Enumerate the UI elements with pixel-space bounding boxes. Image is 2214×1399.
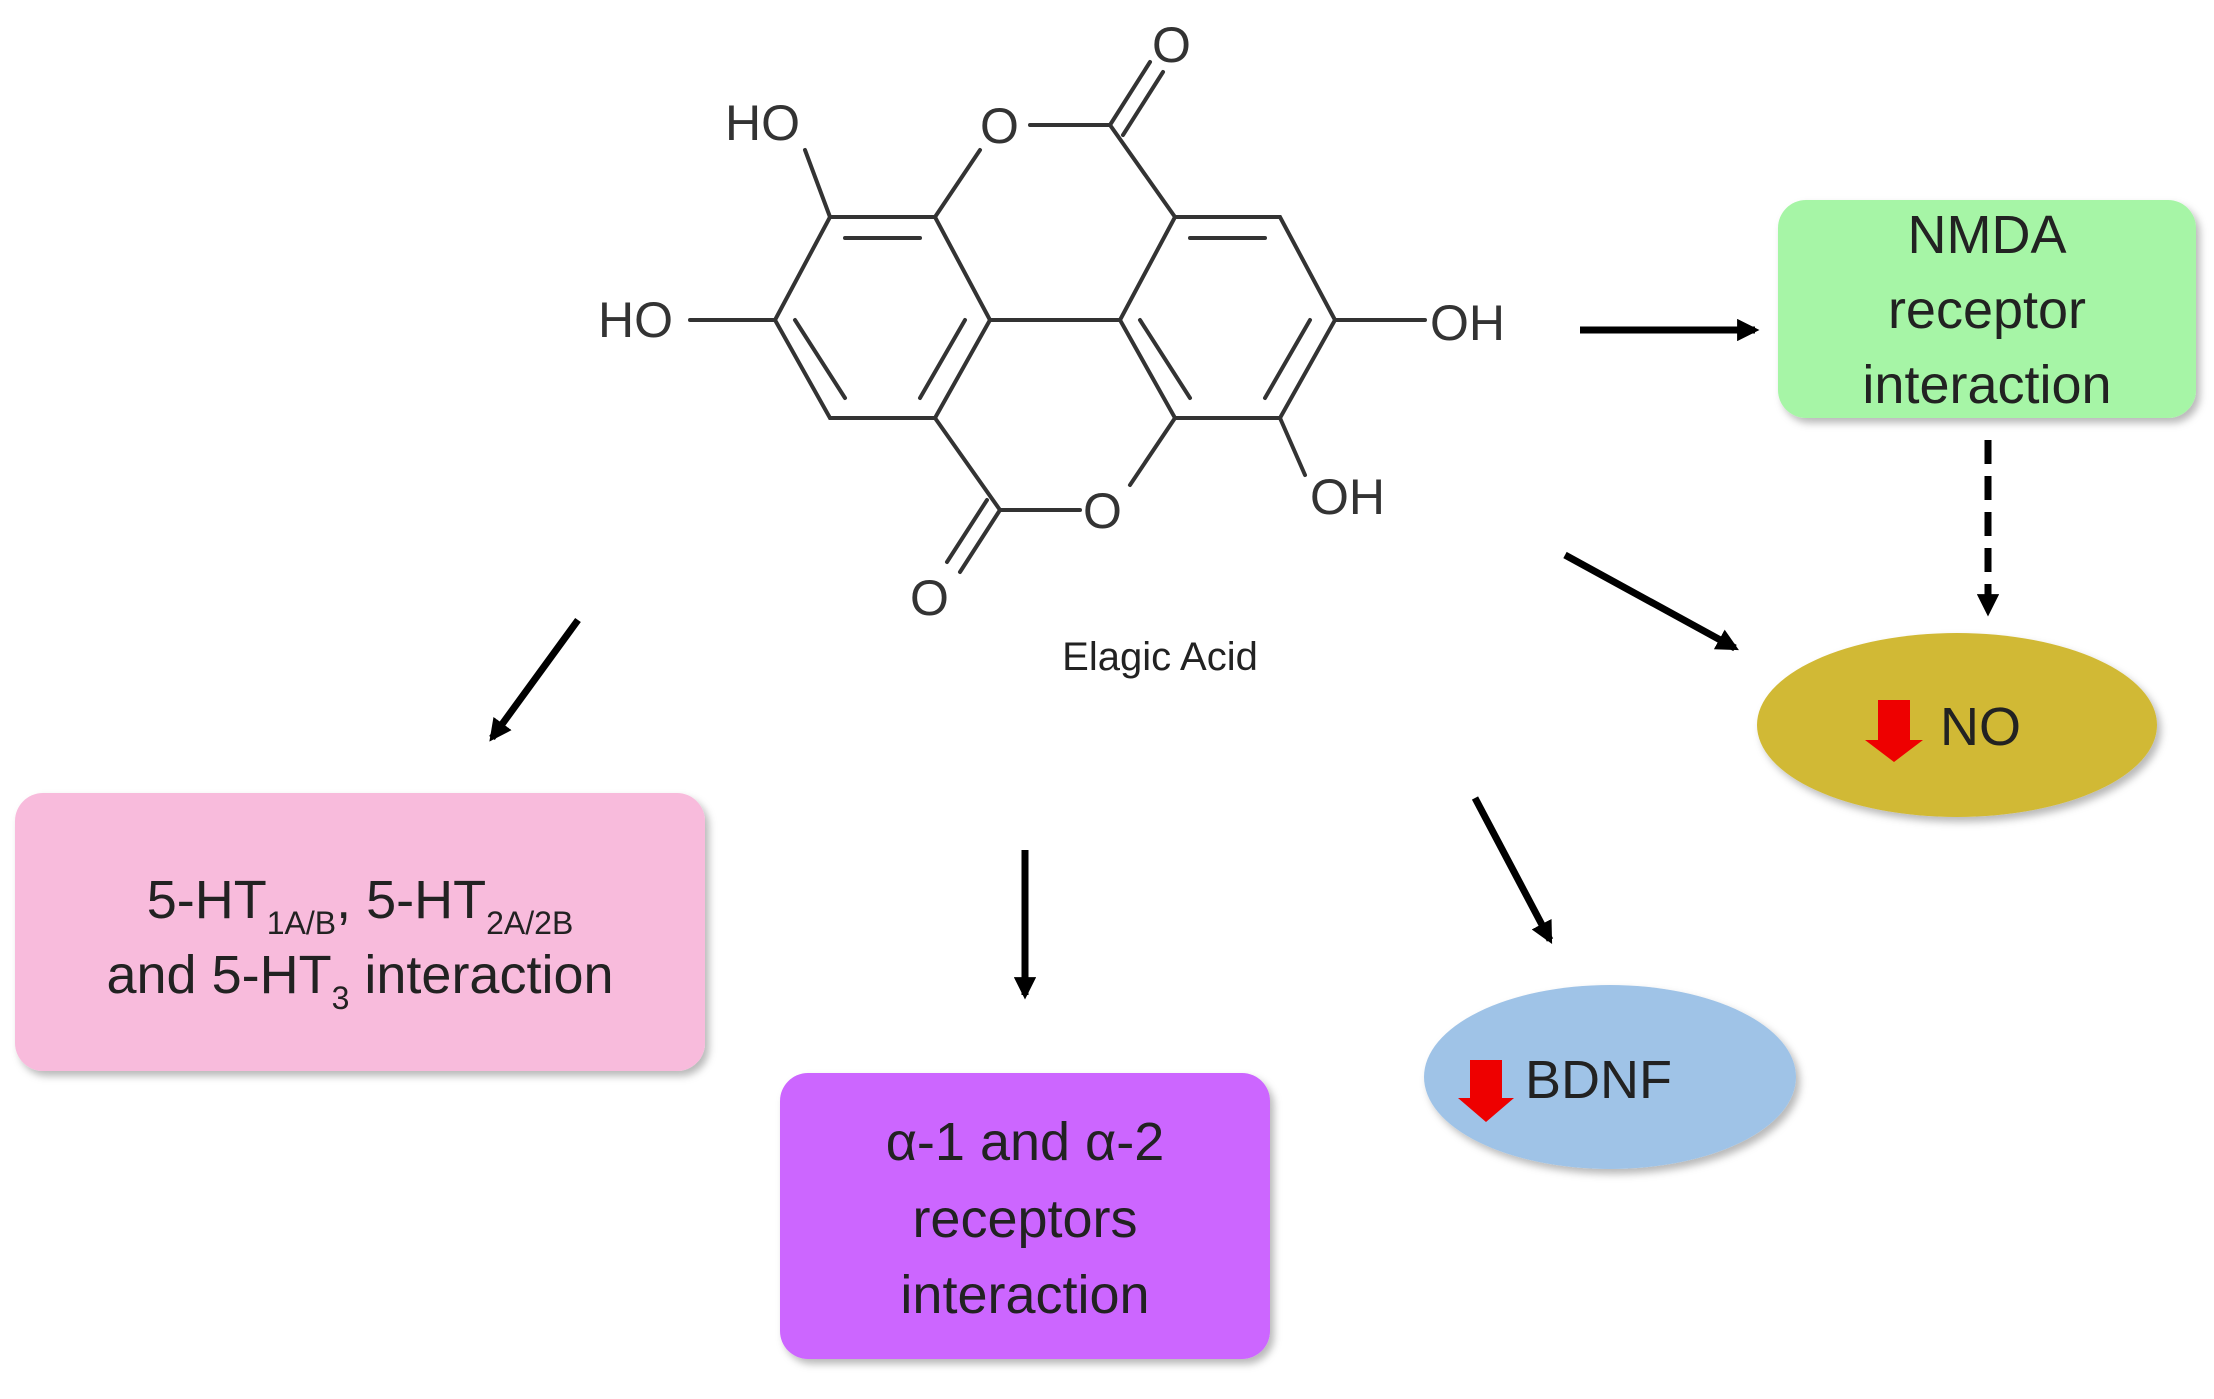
alpha-line-1: α-1 and α-2	[886, 1112, 1165, 1172]
no-node: NO	[1757, 633, 2157, 817]
no-label: NO	[1940, 697, 2021, 757]
arrows	[489, 318, 2000, 1000]
alpha-line-2: receptors	[912, 1189, 1137, 1249]
ellagic-acid-structure	[688, 60, 1427, 574]
bdnf-ellipse	[1424, 985, 1796, 1169]
bdnf-label: BDNF	[1525, 1050, 1672, 1110]
down-arrow-icon	[1865, 700, 1923, 762]
nmda-receptor-node: NMDA receptor interaction	[1778, 200, 2196, 418]
nmda-box	[1778, 200, 2196, 418]
nmda-line-3: interaction	[1862, 355, 2111, 415]
arrow-to-5ht	[489, 617, 581, 742]
down-arrow-icon	[1458, 1060, 1514, 1122]
molecule-name: Elagic Acid	[1062, 635, 1258, 679]
serotonin-line-1: 5-HT1A/B, 5-HT2A/2B	[147, 870, 574, 941]
arrow-to-bdnf	[1471, 796, 1554, 944]
alpha-box	[780, 1073, 1270, 1359]
arrow-to-no	[1563, 551, 1739, 652]
atom-oh-top-left: HO	[725, 95, 800, 151]
nmda-line-1: NMDA	[1908, 205, 2067, 265]
nmda-line-2: receptor	[1888, 280, 2086, 340]
alpha-line-3: interaction	[900, 1265, 1149, 1325]
atom-oh-bottom-right: OH	[1310, 469, 1385, 525]
bdnf-node: BDNF	[1424, 985, 1796, 1169]
left-benzene-ring	[772, 215, 993, 420]
serotonin-box	[15, 793, 705, 1071]
right-benzene-ring	[1117, 215, 1338, 420]
atom-o-ring-top: O	[980, 98, 1019, 154]
atom-oh-mid-right: OH	[1430, 295, 1505, 351]
alpha-receptor-node: α-1 and α-2 receptors interaction	[780, 1073, 1270, 1359]
atom-o-ring-bottom: O	[1083, 483, 1122, 539]
atom-o-carbonyl-bottom: O	[910, 570, 949, 626]
serotonin-line-2: and 5-HT3 interaction	[106, 945, 613, 1016]
no-ellipse	[1757, 633, 2157, 817]
atom-oh-mid-left: HO	[598, 292, 673, 348]
atom-o-carbonyl-top: O	[1152, 17, 1191, 73]
serotonin-receptor-node: 5-HT1A/B, 5-HT2A/2B and 5-HT3 interactio…	[15, 793, 705, 1071]
